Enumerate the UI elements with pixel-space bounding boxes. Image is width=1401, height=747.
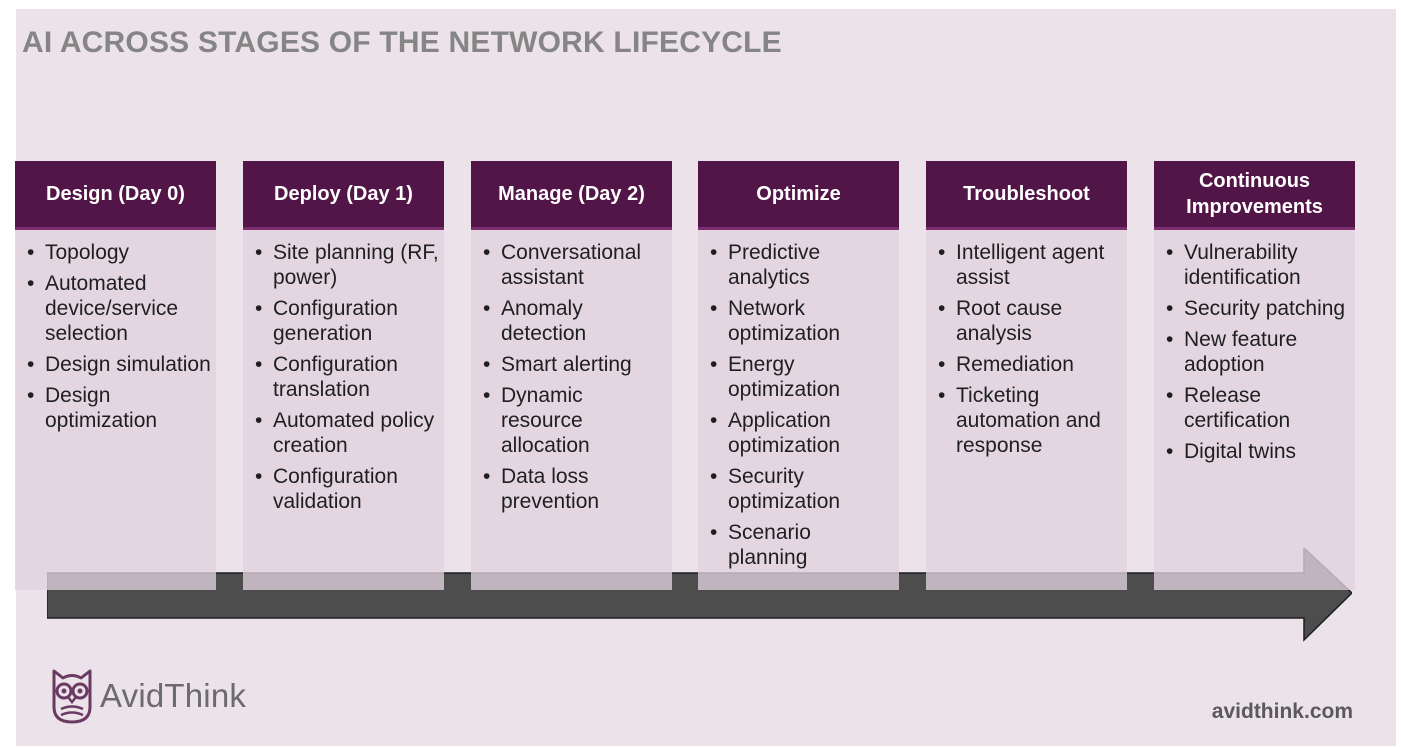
list-item: Security patching — [1164, 296, 1351, 321]
list-item: Scenario planning — [708, 520, 895, 570]
list-item: Network optimization — [708, 296, 895, 346]
list-item: Design optimization — [25, 383, 212, 433]
stage-header: Deploy (Day 1) — [243, 161, 444, 230]
stage-deploy: Deploy (Day 1) Site planning (RF, power)… — [243, 161, 444, 590]
owl-icon — [52, 669, 92, 724]
stage-troubleshoot: Troubleshoot Intelligent agent assist Ro… — [926, 161, 1127, 590]
stage-header: Design (Day 0) — [15, 161, 216, 230]
list-item: Topology — [25, 240, 212, 265]
stage-manage: Manage (Day 2) Conversational assistant … — [471, 161, 672, 590]
stage-design: Design (Day 0) Topology Automated device… — [15, 161, 216, 590]
list-item: Vulnerability identification — [1164, 240, 1351, 290]
stage-header: Manage (Day 2) — [471, 161, 672, 230]
list-item: Digital twins — [1164, 439, 1351, 464]
brand-logo: AvidThink — [50, 667, 246, 725]
list-item: Smart alerting — [481, 352, 668, 377]
list-item: Remediation — [936, 352, 1123, 377]
stage-items: Intelligent agent assist Root cause anal… — [926, 230, 1127, 458]
stage-items: Conversational assistant Anomaly detecti… — [471, 230, 672, 514]
stage-optimize: Optimize Predictive analytics Network op… — [698, 161, 899, 590]
list-item: Automated device/service selection — [25, 271, 212, 346]
list-item: Release certification — [1164, 383, 1351, 433]
website-url: avidthink.com — [1211, 700, 1353, 723]
list-item: Design simulation — [25, 352, 212, 377]
page-title: AI ACROSS STAGES OF THE NETWORK LIFECYCL… — [22, 26, 782, 59]
list-item: Dynamic resource allocation — [481, 383, 668, 458]
list-item: Conversational assistant — [481, 240, 668, 290]
list-item: Automated policy creation — [253, 408, 440, 458]
list-item: Anomaly detection — [481, 296, 668, 346]
list-item: New feature adoption — [1164, 327, 1351, 377]
list-item: Intelligent agent assist — [936, 240, 1123, 290]
list-item: Configuration validation — [253, 464, 440, 514]
stage-header: Troubleshoot — [926, 161, 1127, 230]
stage-continuous-improvements: Continuous Improvements Vulnerability id… — [1154, 161, 1355, 590]
list-item: Security optimization — [708, 464, 895, 514]
stage-header: Continuous Improvements — [1154, 161, 1355, 230]
stage-items: Site planning (RF, power) Configuration … — [243, 230, 444, 514]
list-item: Site planning (RF, power) — [253, 240, 440, 290]
stage-items: Vulnerability identification Security pa… — [1154, 230, 1355, 464]
list-item: Application optimization — [708, 408, 895, 458]
list-item: Root cause analysis — [936, 296, 1123, 346]
stage-header: Optimize — [698, 161, 899, 230]
list-item: Data loss prevention — [481, 464, 668, 514]
list-item: Ticketing automation and response — [936, 383, 1123, 458]
list-item: Energy optimization — [708, 352, 895, 402]
list-item: Configuration generation — [253, 296, 440, 346]
list-item: Predictive analytics — [708, 240, 895, 290]
stage-items: Topology Automated device/service select… — [15, 230, 216, 433]
list-item: Configuration translation — [253, 352, 440, 402]
stage-items: Predictive analytics Network optimizatio… — [698, 230, 899, 570]
brand-name: AvidThink — [100, 677, 247, 714]
